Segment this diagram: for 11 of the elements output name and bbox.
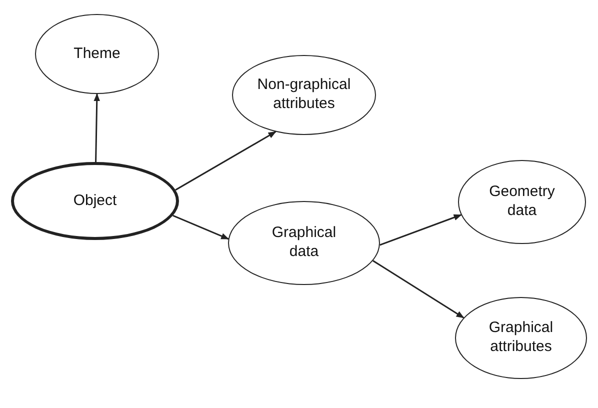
- arrow: [172, 214, 230, 240]
- arrow: [175, 131, 276, 191]
- node-label: Graphical data: [270, 224, 338, 262]
- arrow: [380, 214, 462, 246]
- node-label: Object: [73, 192, 117, 210]
- node-label: Graphical attributes: [488, 319, 554, 357]
- node-label: Non-graphical attributes: [256, 76, 352, 114]
- node-label: Theme: [74, 44, 120, 64]
- arrow: [372, 260, 464, 318]
- arrow: [94, 93, 100, 162]
- node-label: Geometry data: [488, 183, 556, 221]
